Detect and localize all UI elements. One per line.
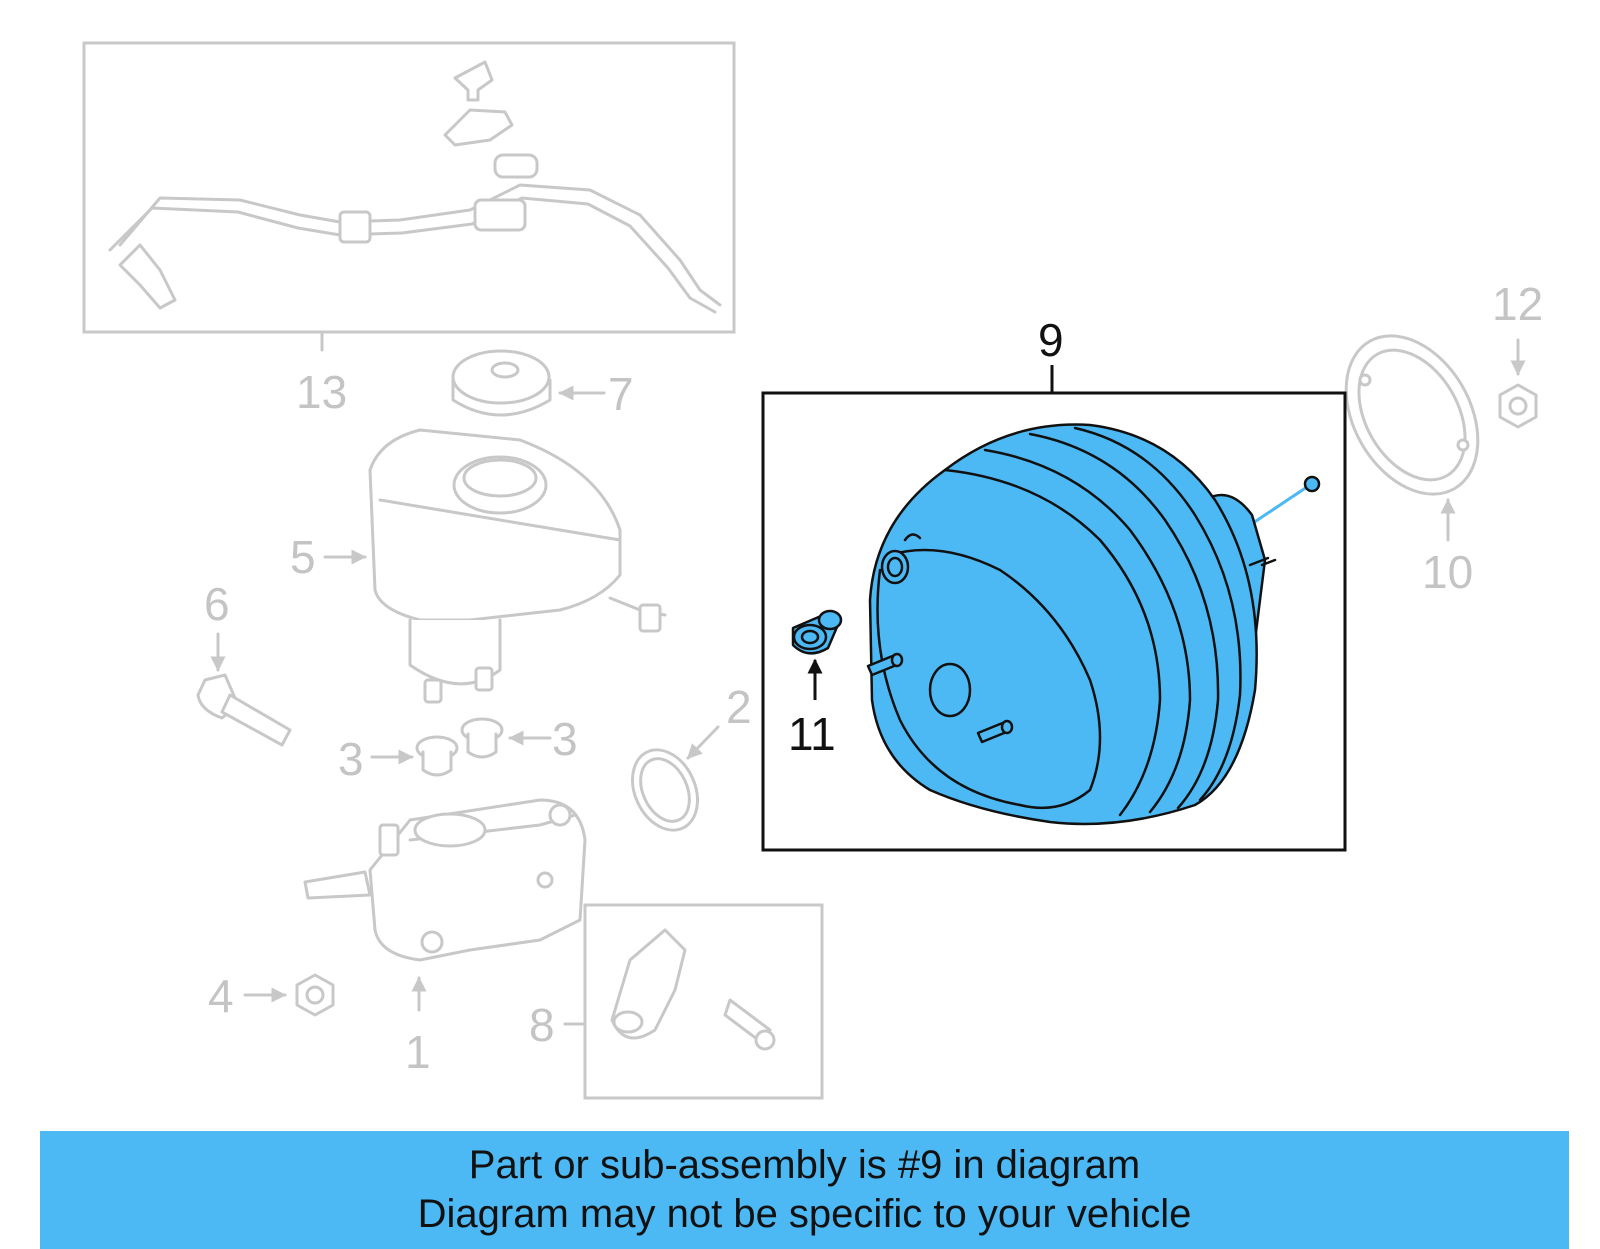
callout-1: 1 xyxy=(405,1026,431,1078)
callout-5: 5 xyxy=(290,531,316,583)
callout-7: 7 xyxy=(608,368,634,420)
grommet-left[interactable] xyxy=(415,735,459,777)
callout-4: 4 xyxy=(208,970,234,1022)
master-cylinder[interactable] xyxy=(303,798,587,962)
callout-3-left: 3 xyxy=(338,733,364,785)
callout-12: 12 xyxy=(1492,278,1543,330)
vacuum-hose-assembly[interactable] xyxy=(82,41,736,334)
check-valve-grommet[interactable] xyxy=(791,609,843,655)
callout-2: 2 xyxy=(726,681,752,733)
reservoir-cap[interactable] xyxy=(451,349,552,417)
hex-nut[interactable] xyxy=(295,973,335,1017)
callout-3-right: 3 xyxy=(552,713,578,765)
o-ring-seal[interactable] xyxy=(620,739,710,840)
mounting-bolt[interactable] xyxy=(196,673,292,747)
callout-9: 9 xyxy=(1038,314,1064,366)
callout-13: 13 xyxy=(296,366,347,418)
sensor-assembly[interactable] xyxy=(583,903,824,1100)
booster-gasket[interactable] xyxy=(1319,312,1504,517)
callout-6: 6 xyxy=(204,578,230,630)
booster-frame xyxy=(761,391,1347,852)
grommet-right[interactable] xyxy=(460,717,504,759)
callout-11: 11 xyxy=(788,708,836,760)
callout-10: 10 xyxy=(1422,546,1473,598)
banner-line-1: Part or sub-assembly is #9 in diagram xyxy=(468,1143,1141,1187)
banner-line-2: Diagram may not be specific to your vehi… xyxy=(417,1192,1192,1236)
callout-8: 8 xyxy=(529,999,555,1051)
info-banner: Part or sub-assembly is #9 in diagram Di… xyxy=(40,1131,1569,1249)
fluid-reservoir[interactable] xyxy=(368,428,667,704)
brake-booster[interactable] xyxy=(866,423,1321,826)
booster-nut[interactable] xyxy=(1498,383,1538,429)
